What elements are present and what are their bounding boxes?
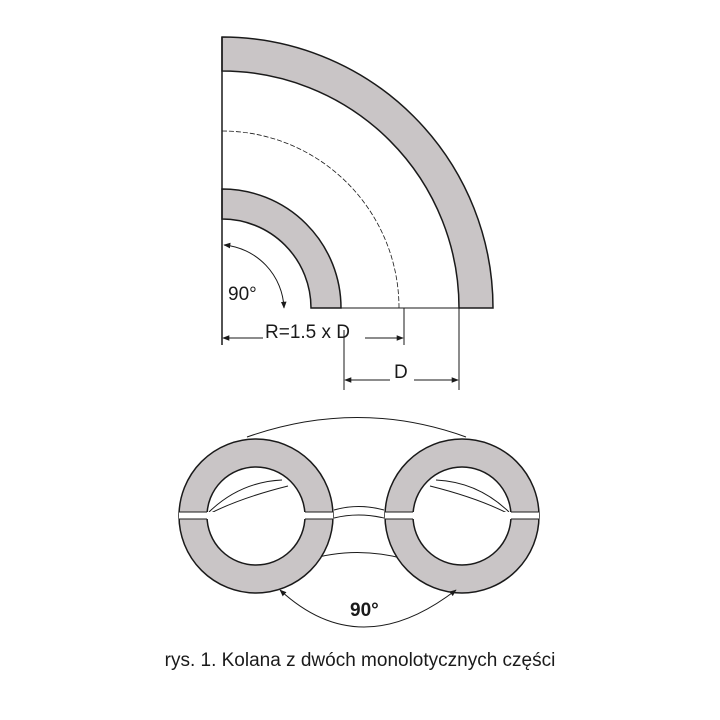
- bottom-angle-arc: [279, 589, 457, 628]
- left-ring-split-gap: [179, 512, 333, 519]
- envelope-top-curve: [246, 417, 467, 438]
- top-angle-label: 90°: [228, 284, 257, 305]
- bottom-angle-indicator: 90°: [279, 589, 457, 628]
- diameter-label: D: [394, 362, 408, 383]
- top-angle-indicator: 90°: [223, 242, 287, 309]
- left-ring: [178, 438, 334, 594]
- diameter-dimension: D: [343, 308, 460, 390]
- radius-label: R=1.5 x D: [265, 322, 350, 343]
- figure-caption: rys. 1. Kolana z dwóch monolotycznych cz…: [164, 650, 556, 671]
- elbow-cross-section: [178, 417, 540, 594]
- bridge-bottom-curve: [208, 485, 510, 515]
- right-ring: [384, 438, 540, 594]
- bottom-angle-label: 90°: [350, 600, 379, 621]
- right-ring-split-gap: [385, 512, 539, 519]
- bridge-top-curve: [208, 479, 510, 513]
- elbow-side-view: [221, 36, 494, 345]
- center-bridge: [333, 506, 385, 519]
- radius-dimension: R=1.5 x D: [222, 308, 405, 345]
- elbow-outer-wall: [221, 36, 494, 309]
- elbow-centerline: [221, 130, 400, 309]
- top-angle-arc: [223, 242, 287, 309]
